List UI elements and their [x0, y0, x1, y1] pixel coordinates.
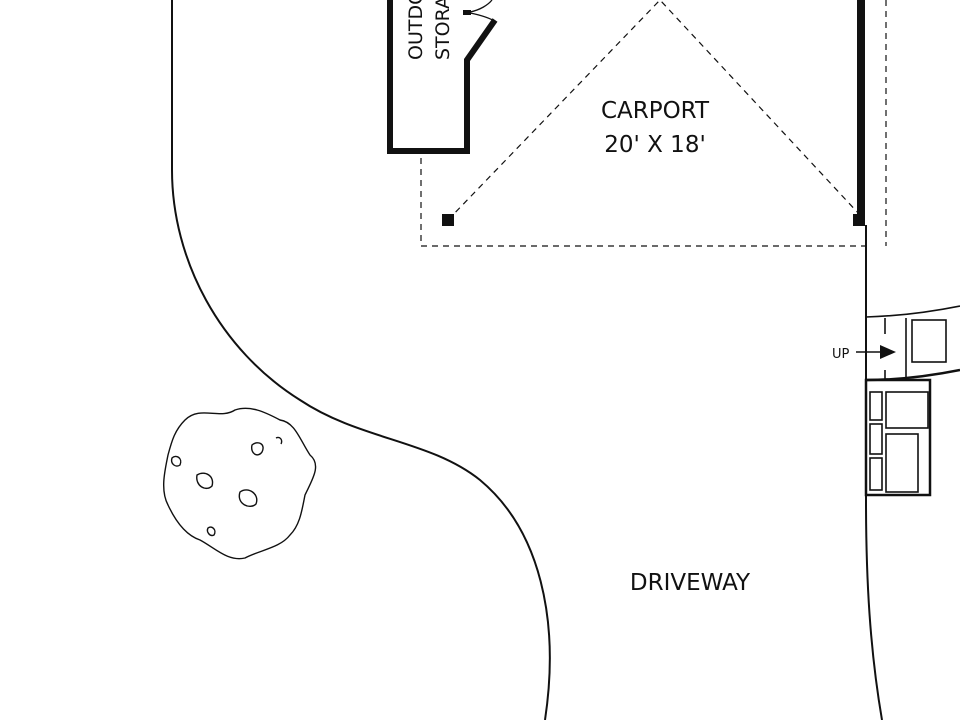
stone-steps	[864, 305, 960, 497]
carport-wall	[857, 0, 865, 225]
carport-label: CARPORT	[601, 98, 710, 124]
storage-label-line2: STORAGE	[432, 0, 454, 60]
driveway-label: DRIVEWAY	[630, 570, 751, 596]
driveway-left-edge	[171, 0, 551, 720]
carport-post	[853, 214, 865, 226]
shrub-icon	[162, 407, 317, 560]
stair-up-label: UP	[832, 347, 850, 362]
carport-size: 20' X 18'	[604, 132, 706, 158]
storage-door-icon	[463, 0, 497, 23]
storage-label-line1: OUTDOOR	[405, 0, 427, 60]
storage-wall	[387, 0, 498, 154]
driveway-right-edge	[865, 225, 883, 720]
carport-outline	[420, 0, 887, 247]
arrow-right-icon	[856, 345, 896, 359]
carport-post	[442, 214, 454, 226]
